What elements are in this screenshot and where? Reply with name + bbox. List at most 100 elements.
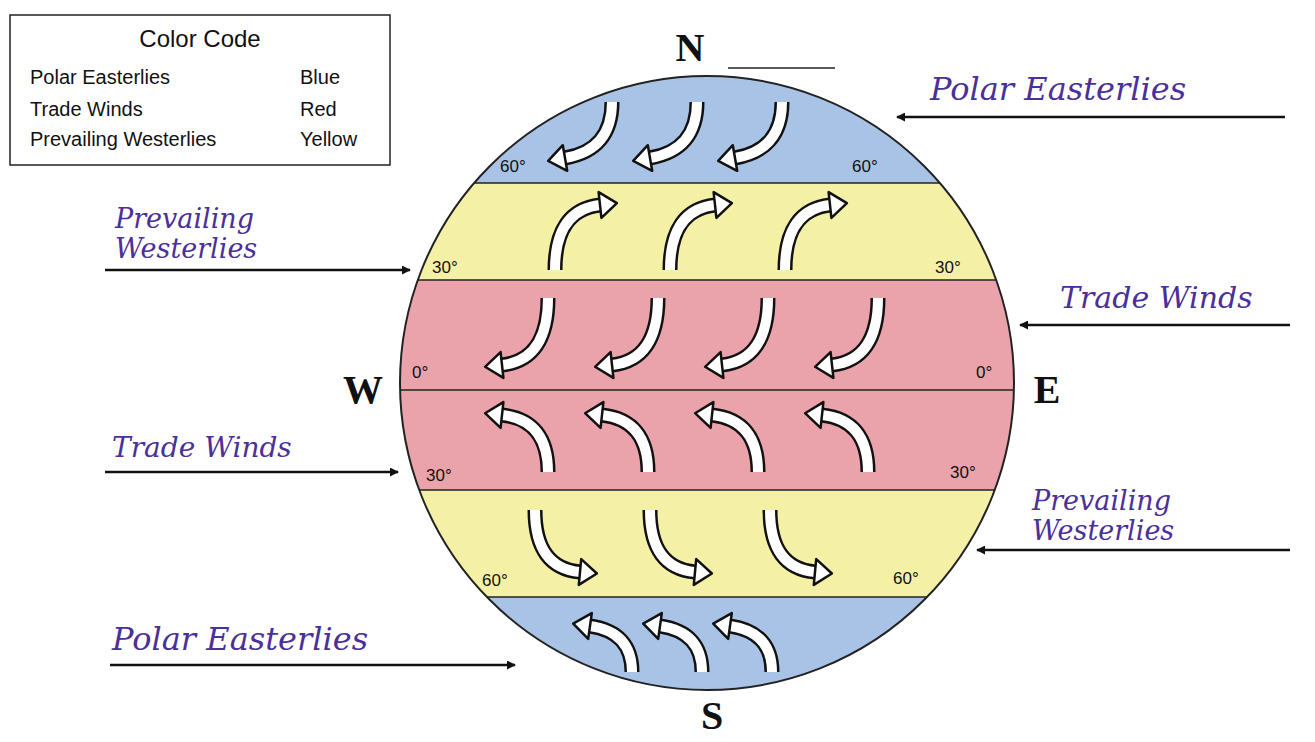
- arrow-head: [805, 402, 823, 428]
- arrow-body: [602, 415, 648, 472]
- wind-arrows: [485, 102, 878, 672]
- wind-arrow: [595, 298, 658, 378]
- trade-band: [390, 280, 1030, 490]
- arrow-head: [579, 559, 597, 585]
- legend-entry: Polar Easterlies: [30, 66, 170, 88]
- wind-arrow: [650, 510, 712, 585]
- polar-band: [390, 597, 1030, 697]
- arrow-head: [714, 192, 732, 218]
- arrow-body: [535, 510, 580, 572]
- wind-arrow: [555, 192, 617, 270]
- arrow-head: [713, 613, 732, 639]
- arrow-body: [650, 102, 697, 158]
- latitude-label: 30°: [432, 259, 458, 278]
- arrow-body: [502, 298, 548, 365]
- arrow-body: [502, 415, 548, 472]
- compass-letter: S: [682, 694, 742, 738]
- latitude-lines: [390, 183, 1030, 597]
- wind-label: Polar Easterlies: [930, 72, 1186, 107]
- legend-entry: Trade Winds: [30, 98, 143, 120]
- arrow-outline: [650, 510, 695, 572]
- arrow-body: [722, 298, 768, 365]
- arrow-body: [785, 205, 830, 270]
- arrow-outline: [722, 298, 768, 365]
- wind-arrow: [770, 510, 832, 585]
- latitude-label: 60°: [893, 570, 919, 589]
- arrow-head: [485, 352, 503, 378]
- wind-label: Prevailing Westerlies: [115, 204, 315, 263]
- arrow-head: [829, 192, 847, 218]
- wind-arrow: [695, 402, 758, 472]
- arrow-outline: [832, 298, 878, 365]
- arrow-head: [573, 613, 592, 639]
- wind-label: Trade Winds: [112, 433, 292, 464]
- arrow-head: [633, 145, 652, 171]
- wind-arrow: [485, 298, 548, 378]
- arrow-outline: [822, 415, 868, 472]
- leader-arrows: [105, 117, 1290, 665]
- arrow-head: [718, 145, 737, 171]
- arrow-outline: [565, 102, 612, 158]
- compass-letter: N: [660, 26, 720, 70]
- compass-letter: E: [1022, 368, 1072, 412]
- leader-arrow: [105, 471, 398, 474]
- arrow-body: [650, 510, 695, 572]
- latitude-label: 0°: [976, 364, 992, 383]
- arrow-body: [660, 626, 702, 672]
- arrow-outline: [785, 205, 830, 270]
- arrow-head: [548, 145, 567, 171]
- arrow-head: [643, 613, 662, 639]
- arrow-head: [585, 402, 603, 428]
- globe-bands: [390, 70, 1030, 697]
- arrow-body: [735, 102, 782, 158]
- leader-arrow: [110, 664, 515, 667]
- wind-arrow: [485, 402, 548, 472]
- wind-arrow: [705, 298, 768, 378]
- arrow-head: [694, 559, 712, 585]
- arrow-body: [730, 626, 772, 672]
- arrow-outline: [660, 626, 702, 672]
- arrow-head: [599, 192, 617, 218]
- arrow-head: [695, 402, 713, 428]
- arrow-outline: [670, 205, 715, 270]
- latitude-label: 30°: [426, 467, 452, 486]
- arrow-outline: [535, 510, 580, 572]
- leader-arrow: [977, 549, 1290, 552]
- arrow-head: [815, 352, 833, 378]
- arrow-body: [565, 102, 612, 158]
- arrow-outline: [602, 415, 648, 472]
- arrow-outline: [502, 298, 548, 365]
- arrow-outline: [770, 510, 815, 572]
- wind-arrow: [718, 102, 782, 171]
- arrow-head: [705, 352, 723, 378]
- arrow-body: [832, 298, 878, 365]
- wind-arrow: [670, 192, 732, 270]
- legend-box: [10, 15, 390, 165]
- arrow-body: [670, 205, 715, 270]
- leader-arrow: [897, 116, 1285, 119]
- wind-label: Prevailing Westerlies: [1032, 486, 1252, 545]
- latitude-label: 60°: [500, 158, 526, 177]
- leader-arrow: [105, 269, 410, 272]
- wind-arrow: [585, 402, 648, 472]
- wind-arrow: [785, 192, 847, 270]
- wind-arrow: [815, 298, 878, 378]
- color-name: Blue: [300, 66, 340, 88]
- arrow-head: [814, 559, 832, 585]
- leader-arrow: [1020, 324, 1290, 327]
- wind-arrow: [805, 402, 868, 472]
- legend-heading: Color Code: [10, 26, 390, 52]
- latitude-label: 0°: [412, 364, 428, 383]
- color-name: Yellow: [300, 128, 357, 150]
- arrow-outline: [650, 102, 697, 158]
- legend-entry: Prevailing Westerlies: [30, 128, 216, 150]
- arrow-outline: [612, 298, 658, 365]
- stray-line: [728, 67, 835, 69]
- arrow-body: [770, 510, 815, 572]
- latitude-label: 30°: [935, 259, 961, 278]
- westerly-band: [390, 490, 1030, 597]
- latitude-label: 60°: [482, 572, 508, 591]
- wind-label: Polar Easterlies: [112, 622, 368, 657]
- color-name: Red: [300, 98, 337, 120]
- wind-arrow: [573, 613, 632, 672]
